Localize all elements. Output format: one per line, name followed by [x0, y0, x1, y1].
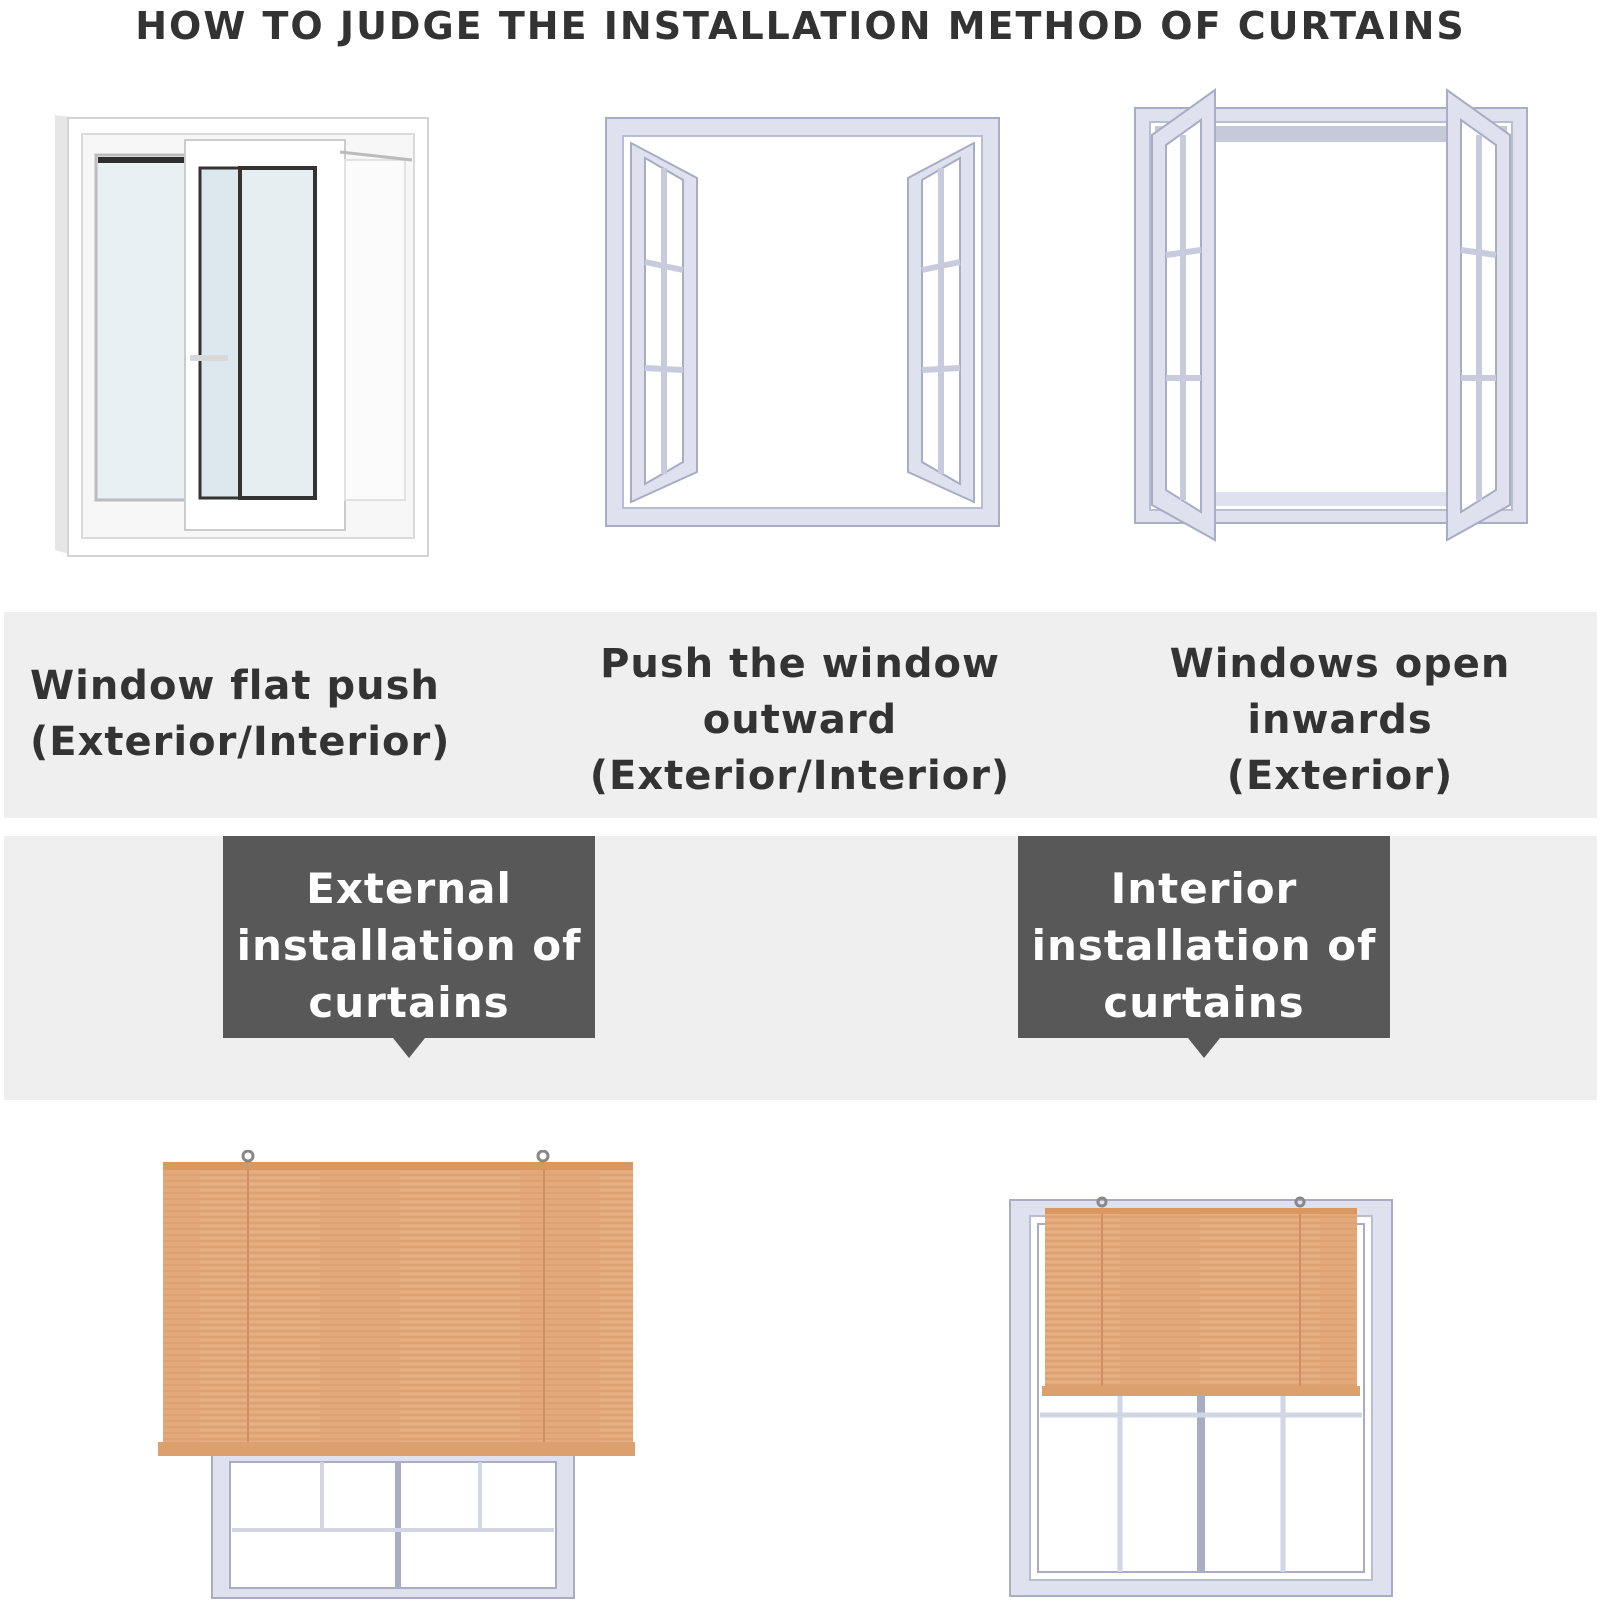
external-roller-blind-icon: [158, 1150, 635, 1599]
inward-casement-window-icon: [1134, 88, 1528, 542]
page-title: HOW TO JUDGE THE INSTALLATION METHOD OF …: [135, 4, 1466, 48]
interior-roller-blind-icon: [1009, 1196, 1393, 1597]
installation-illustrations: [158, 1150, 1393, 1599]
interior-installation-badge: Interior installation of curtains: [1018, 836, 1390, 1058]
window-type-label-open-inwards: Windows open inwards (Exterior): [1169, 641, 1511, 799]
sliding-window-icon: [55, 115, 429, 557]
external-installation-badge: External installation of curtains: [223, 836, 595, 1058]
window-types-illustrations: [55, 88, 1528, 557]
window-type-label-flat-push: Window flat push (Exterior/Interior): [30, 663, 451, 765]
window-type-band: [4, 612, 1597, 818]
outward-casement-window-icon: [605, 117, 1000, 527]
window-type-label-push-outward: Push the window outward (Exterior/Interi…: [589, 641, 1011, 799]
